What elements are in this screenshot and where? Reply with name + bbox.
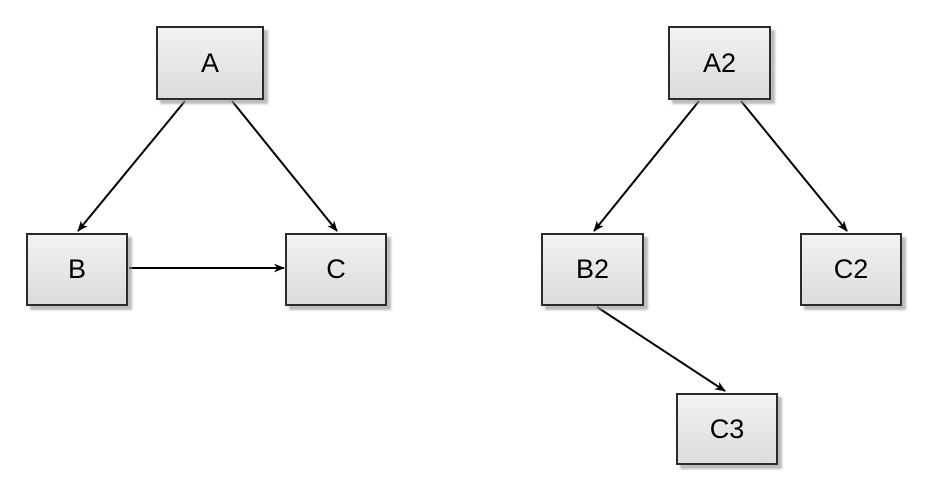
edge-b2-c3[interactable]: [596, 306, 726, 392]
node-label-b: B: [67, 254, 86, 284]
node-a2[interactable]: A2: [668, 26, 771, 100]
node-b2[interactable]: B2: [541, 233, 644, 306]
node-label-c3: C3: [709, 413, 745, 444]
edge-a-b[interactable]: [77, 100, 186, 232]
edges-group: [77, 100, 848, 392]
edge-a-c[interactable]: [231, 100, 338, 232]
node-c3[interactable]: C3: [676, 393, 778, 465]
edge-a2-b2[interactable]: [593, 100, 700, 232]
node-label-a: A: [200, 47, 219, 78]
node-a[interactable]: A: [156, 26, 264, 100]
node-label-a2: A2: [702, 47, 737, 78]
node-c2[interactable]: C2: [800, 233, 902, 306]
node-c[interactable]: C: [285, 233, 387, 306]
node-label-c: C: [326, 254, 346, 284]
edge-a2-c2[interactable]: [740, 100, 848, 232]
node-label-c2: C2: [833, 254, 869, 284]
node-label-b2: B2: [575, 254, 610, 284]
node-b[interactable]: B: [26, 233, 128, 306]
